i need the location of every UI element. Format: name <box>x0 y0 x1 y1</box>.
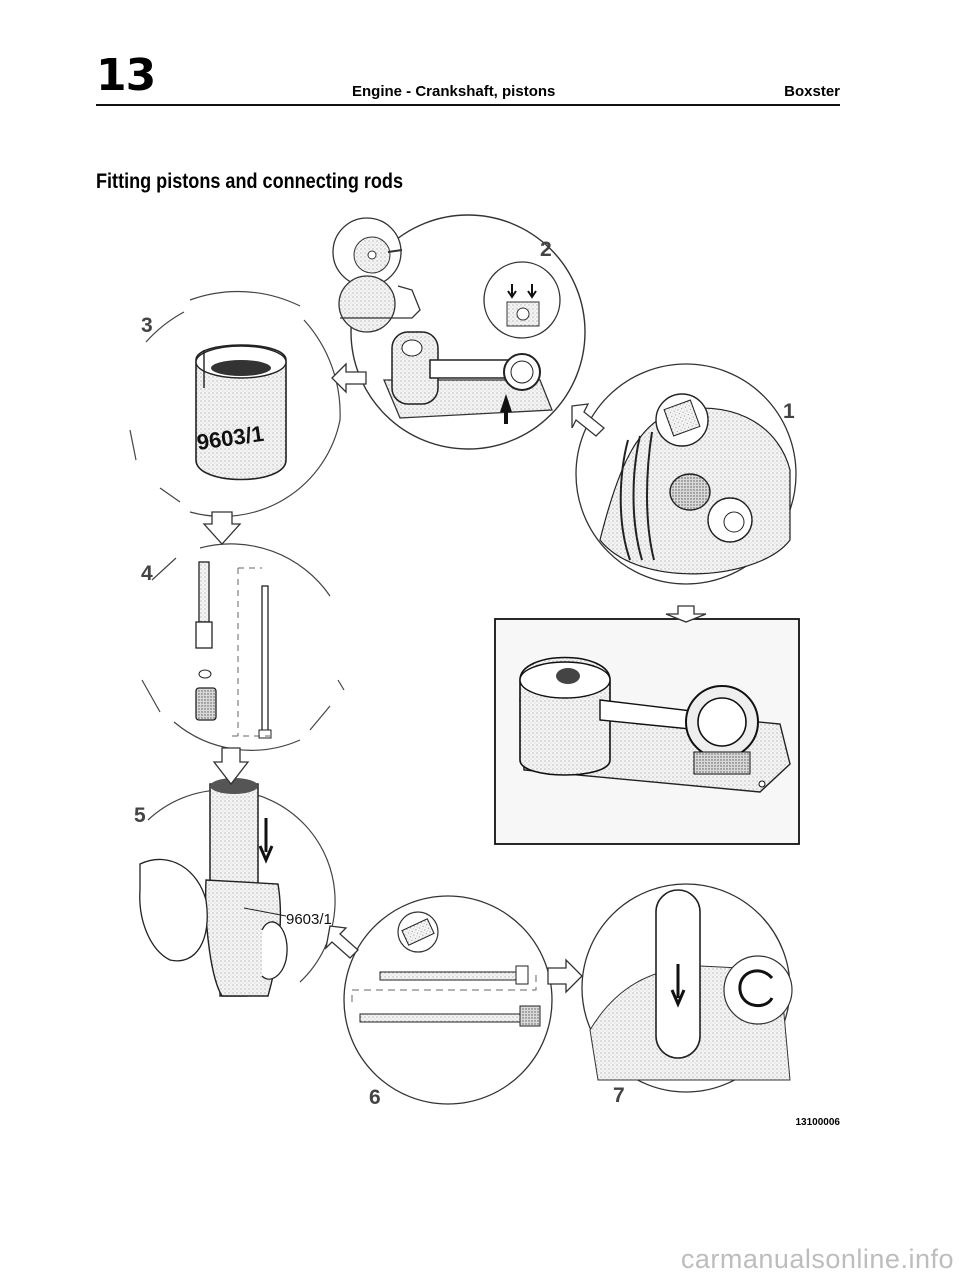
detail-circle-3: 9603/1 <box>129 290 341 517</box>
figure-number: 13100006 <box>795 1117 841 1128</box>
header-rule <box>96 104 840 106</box>
detail-circle-7 <box>581 883 793 1093</box>
assembled-piston-photo <box>494 618 800 845</box>
drift-tool-label: 9603/1 <box>286 911 332 928</box>
step-callouts: 1 2 3 4 5 6 7 <box>134 238 795 1109</box>
callout-2: 2 <box>540 238 552 261</box>
callout-3: 3 <box>141 314 153 337</box>
watermark: carmanualsonline.info <box>680 1244 954 1274</box>
callout-4: 4 <box>141 562 153 585</box>
sequence-arrows <box>202 362 707 994</box>
detail-circle-2 <box>332 214 586 450</box>
detail-circle-4 <box>141 543 345 751</box>
section-number: 13 <box>96 50 156 101</box>
detail-circle-1 <box>575 363 797 585</box>
callout-6: 6 <box>369 1086 381 1109</box>
callout-7: 7 <box>613 1084 625 1107</box>
detail-circle-5: 9603/1 <box>139 778 336 997</box>
page-title: Engine - Crankshaft, pistons <box>352 83 556 100</box>
callout-1: 1 <box>783 400 795 423</box>
model-name: Boxster <box>784 83 840 100</box>
section-title: Fitting pistons and connecting rods <box>96 170 404 193</box>
callout-5: 5 <box>134 804 146 827</box>
detail-circle-6 <box>343 895 553 1105</box>
